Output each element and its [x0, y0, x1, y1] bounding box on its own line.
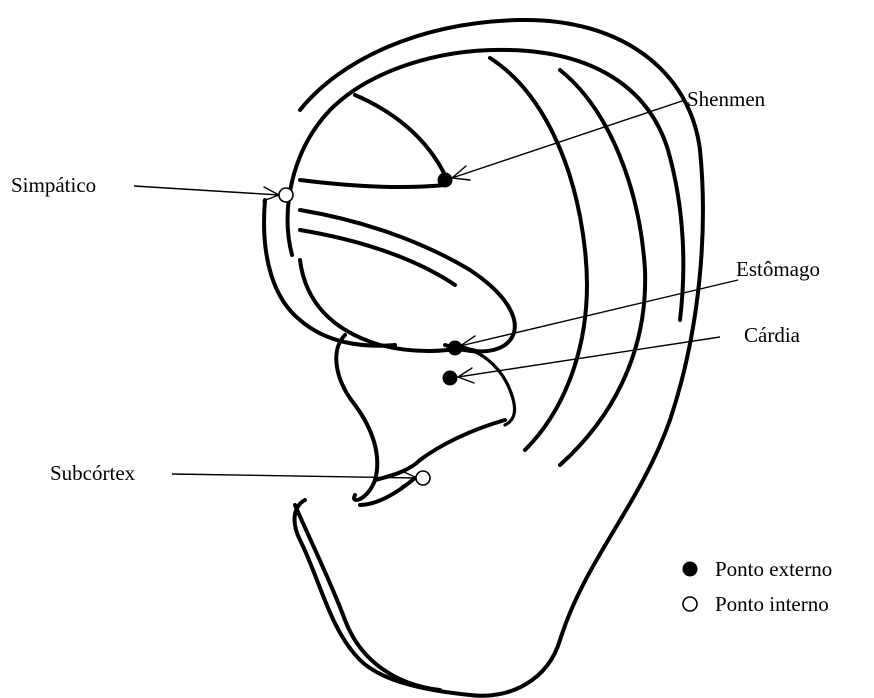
fossa-lower — [300, 180, 445, 187]
point-shenmen — [438, 173, 453, 188]
label-cardia: Cárdia — [744, 323, 801, 347]
legend-label-external: Ponto externo — [715, 557, 832, 581]
legend: Ponto externo Ponto interno — [683, 557, 833, 616]
helix-outer — [295, 20, 703, 696]
concha-upper — [300, 210, 515, 351]
antihelix-outer — [490, 58, 587, 450]
tragus — [336, 335, 377, 500]
concha-inner-curve — [455, 345, 515, 425]
legend-symbol-external — [683, 562, 698, 577]
leader-cardia — [458, 337, 720, 377]
leader-simpatico — [134, 186, 279, 195]
point-simpatico — [279, 188, 293, 202]
label-estomago: Estômago — [736, 257, 820, 281]
legend-symbol-internal — [683, 597, 697, 611]
fossa-upper — [355, 95, 445, 175]
label-subcortex: Subcórtex — [50, 461, 136, 485]
lobule — [295, 505, 440, 690]
point-cardia — [443, 371, 458, 386]
point-estomago — [448, 341, 463, 356]
leader-subcortex — [172, 474, 417, 478]
legend-label-internal: Ponto interno — [715, 592, 829, 616]
antihelix-inner — [560, 70, 645, 465]
ear-outline — [264, 20, 703, 696]
helix-crus-left — [264, 200, 395, 346]
point-subcortex — [416, 471, 430, 485]
label-simpatico: Simpático — [11, 173, 96, 197]
label-shenmen: Shenmen — [687, 87, 766, 111]
antitragus — [375, 420, 505, 480]
concha-ridge — [300, 230, 455, 285]
